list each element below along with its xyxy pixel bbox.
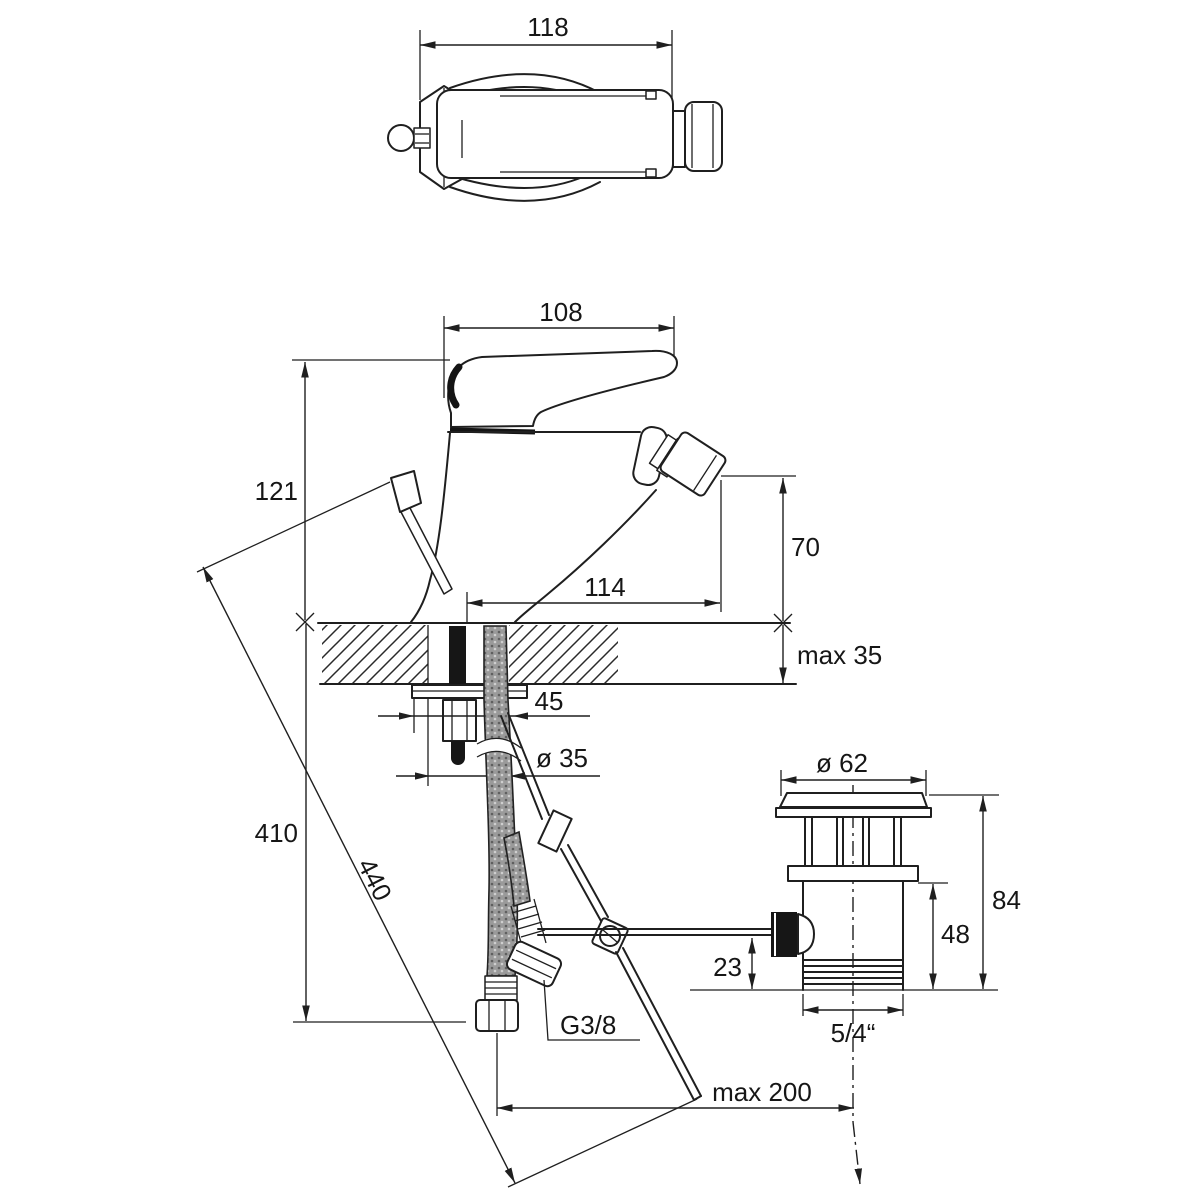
dim-spout-reach: 114 [584, 572, 625, 602]
waste-cap-plate [775, 807, 932, 818]
dim-hole-diameter: ø 35 [536, 743, 588, 773]
waste-thread-section [802, 957, 904, 991]
rod-coupler [537, 809, 573, 853]
faucet-side-view: 108 121 70 114 [196, 297, 882, 1188]
dim-rod-drop: 440 [352, 853, 398, 905]
side-view-lever-knuckle [447, 363, 463, 409]
dim-height-to-lever: 121 [255, 476, 298, 506]
mounting-nut [442, 699, 477, 742]
top-view-aerator [684, 101, 723, 172]
dim-body-width: 108 [539, 297, 582, 327]
dim-rod-reach: max 200 [712, 1077, 812, 1107]
dim-top-width: 118 [527, 12, 568, 42]
dim-line-rod-drop [202, 566, 516, 1184]
dim-waste-body-height: 48 [941, 919, 970, 949]
waste-crown [804, 816, 902, 867]
side-view-aerator [659, 431, 727, 497]
dim-hose-drop: 410 [255, 818, 298, 848]
hose-nut-bottom [475, 999, 519, 1032]
pop-up-waste-detail: ø 62 23 48 [690, 748, 1021, 1185]
dim-spout-height: 70 [791, 532, 820, 562]
top-view-spout-body [436, 89, 674, 179]
dim-supply-thread: G3/8 [560, 1010, 616, 1040]
top-view-aerator-neck [672, 110, 686, 168]
waste-flange [787, 865, 919, 882]
dim-shank-width: 45 [535, 686, 564, 716]
side-view-lever [447, 349, 678, 428]
leader-supply-thread [543, 979, 640, 1041]
dim-waste-height: 84 [992, 885, 1021, 915]
dim-waste-cap-diameter: ø 62 [816, 748, 868, 778]
side-view-body-right [514, 489, 657, 623]
dim-deck-thickness: max 35 [797, 640, 882, 670]
waste-cap [779, 792, 928, 808]
side-view-popup-knob [390, 470, 422, 513]
dim-lever-offset: 23 [713, 952, 742, 982]
faucet-top-view: 118 [387, 12, 723, 202]
popup-rod-linkage [500, 712, 772, 1101]
dim-waste-thread: 5/4“ [831, 1018, 876, 1048]
top-view-popup-knob [387, 124, 415, 152]
